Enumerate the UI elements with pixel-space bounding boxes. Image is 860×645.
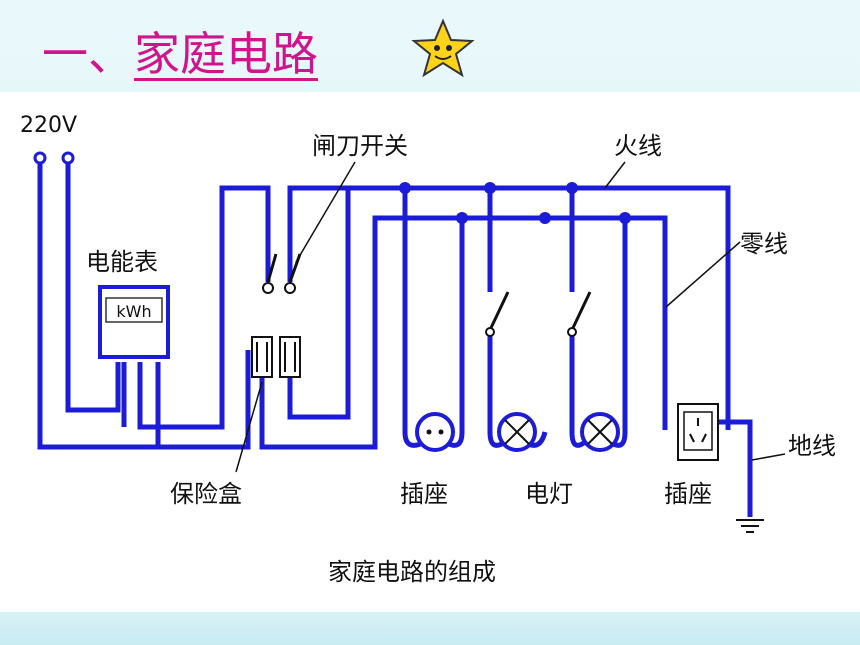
meter-unit: kWh [116, 302, 151, 321]
terminal-right [61, 151, 75, 165]
meter-lead-1 [137, 185, 271, 430]
diagram-panel: kWh [0, 92, 860, 612]
lamps-label: 电灯 [525, 480, 573, 508]
page-title: 一、家庭电路 [42, 18, 318, 84]
voltage-label: 220V [20, 113, 77, 138]
knife-switch-pivot [284, 282, 296, 294]
pointer-ground-wire [751, 453, 786, 461]
lamp-switch-2 [570, 291, 592, 331]
footer-band [0, 612, 860, 645]
title-prefix: 一、 [42, 27, 134, 81]
supply-wire-right [65, 158, 121, 413]
junction-node [566, 182, 578, 194]
junction-node [619, 212, 631, 224]
knife-switch-label: 闸刀开关 [312, 132, 408, 160]
socket-2-label: 插座 [664, 480, 712, 508]
fuse-left [251, 336, 273, 378]
knife-switch-blade-left [266, 253, 278, 283]
ground-wire-label: 地线 [788, 432, 836, 460]
live-wire-label: 火线 [614, 132, 662, 160]
socket-1 [415, 412, 455, 452]
pointer-live-wire [604, 161, 626, 189]
meter-label: 电能表 [86, 248, 158, 276]
pointer-neutral-wire [665, 241, 741, 308]
lamp-2 [580, 412, 620, 452]
socket-1-label: 插座 [400, 480, 448, 508]
fuse-leg-left [259, 215, 668, 450]
title-link[interactable]: 家庭电路 [134, 27, 318, 81]
energy-meter-window [105, 297, 163, 323]
fuse-leg-right [287, 188, 351, 420]
pointer-knife-switch [295, 161, 356, 263]
junction-node [484, 182, 496, 194]
diagram-caption: 家庭电路的组成 [328, 558, 496, 586]
household-circuit-diagram: kWh [20, 113, 836, 586]
fuse-box-label: 保险盒 [170, 480, 242, 508]
terminal-left [33, 151, 47, 165]
switch-leg-right [287, 185, 731, 430]
knife-switch-pivot [262, 282, 274, 294]
neutral-wire-label: 零线 [740, 230, 788, 258]
junction-node [456, 212, 468, 224]
lamp-switch-1 [488, 291, 510, 331]
supply-wire-left [37, 158, 251, 450]
fuse-right [279, 336, 301, 378]
junction-node [539, 212, 551, 224]
smiling-star-icon [411, 18, 475, 78]
junction-node [399, 182, 411, 194]
pointer-fuse-box [235, 381, 263, 473]
lamp-1 [497, 412, 537, 452]
ground-symbol-icon [736, 519, 764, 533]
